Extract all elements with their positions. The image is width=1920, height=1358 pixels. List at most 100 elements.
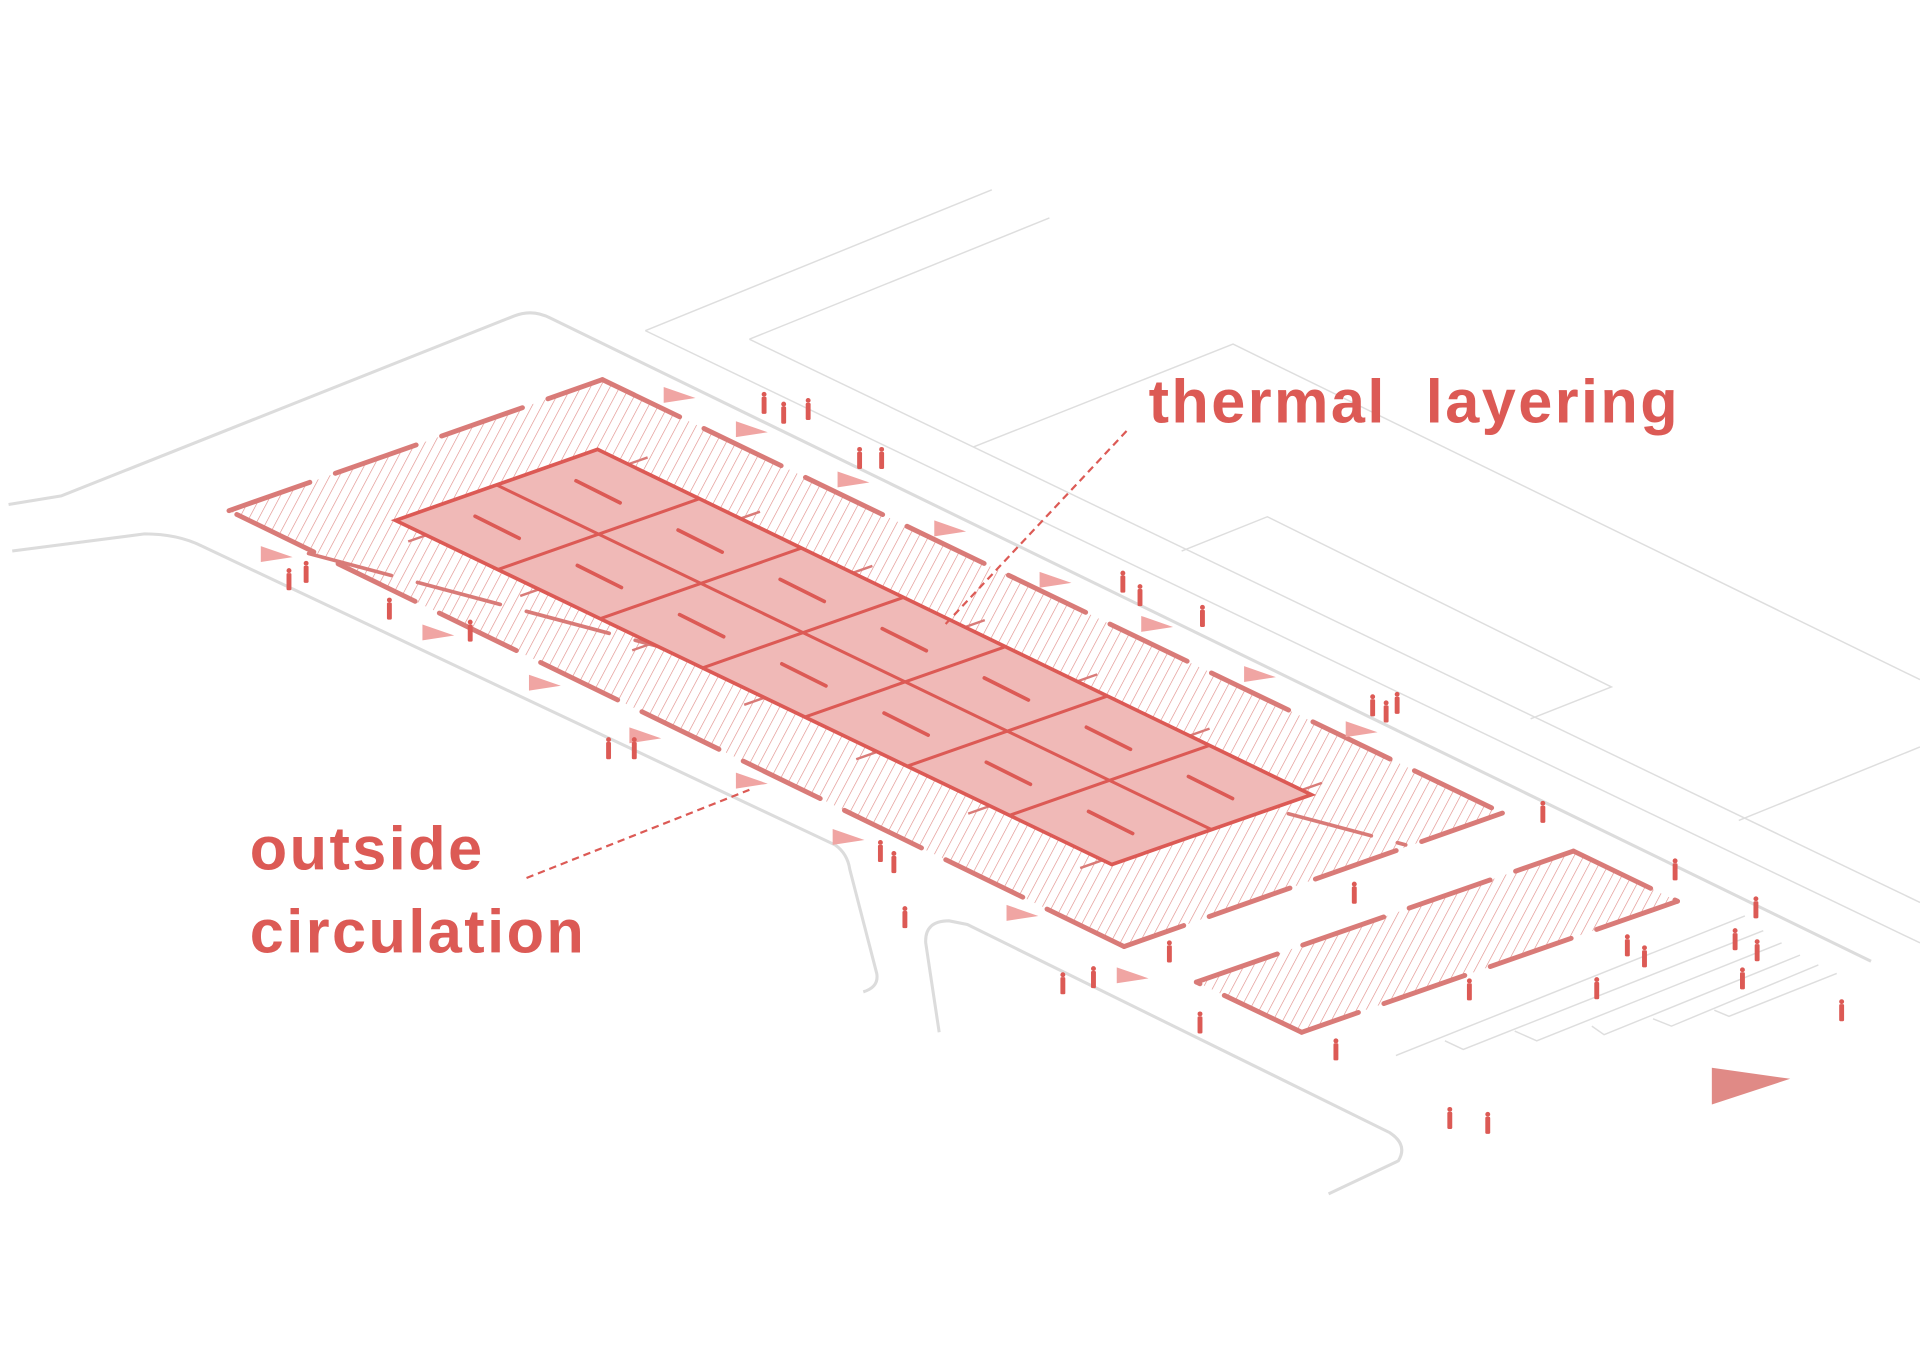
person-body (1394, 696, 1400, 714)
person-body (1540, 805, 1546, 823)
person-head (286, 568, 292, 574)
person-icon (1333, 1038, 1339, 1061)
arrow-icon (934, 520, 967, 537)
person-head (1466, 978, 1472, 984)
person-icon (1540, 800, 1546, 823)
person-body (1447, 1111, 1453, 1129)
person-icon (761, 391, 767, 414)
person-icon (857, 446, 863, 469)
person-head (1060, 972, 1066, 978)
person-head (1642, 945, 1647, 951)
person-head (1120, 570, 1126, 576)
deck-edge (1299, 898, 1680, 1035)
person-icon (1091, 966, 1096, 989)
grid-line (495, 483, 1213, 831)
person-icon (1383, 700, 1389, 723)
person-icon (891, 851, 897, 874)
person-head (303, 560, 309, 566)
person-icon (1197, 1011, 1203, 1034)
person-head (1333, 1038, 1339, 1044)
person-head (1351, 881, 1357, 887)
person-head (631, 737, 637, 743)
arrow-icon (832, 829, 865, 845)
arrow-icon (735, 421, 768, 438)
secondary-platform (1193, 848, 1680, 1035)
partition-mark (778, 577, 827, 604)
thermal-leader (942, 430, 1128, 628)
person-icon (1754, 939, 1760, 962)
person-body (303, 565, 309, 583)
partition-mark (1086, 809, 1135, 836)
person-head (1753, 896, 1759, 902)
arrow-icon (1244, 666, 1276, 683)
person-body (781, 406, 787, 424)
deck-edge (1193, 848, 1576, 985)
person-body (805, 402, 811, 421)
deck-edge (226, 377, 605, 514)
person-head (1166, 940, 1172, 946)
arrow-icon (1345, 721, 1378, 738)
person-head (1540, 800, 1546, 806)
person-body (1624, 939, 1630, 957)
deck-edge (226, 508, 1127, 949)
person-icon (1624, 934, 1630, 957)
person-body (1753, 901, 1759, 919)
person-icon (1839, 999, 1845, 1022)
person-icon (805, 397, 811, 421)
person-body (1754, 944, 1760, 962)
person-head (1672, 858, 1678, 864)
person-icon (1485, 1111, 1491, 1134)
arrow-icon (528, 674, 561, 691)
person-body (877, 844, 883, 863)
outside-circulation-label-line2: circulation (250, 898, 587, 966)
person-icon (286, 568, 292, 591)
person-icon (1120, 570, 1126, 593)
person-body (1672, 863, 1678, 881)
person-head (1839, 999, 1845, 1005)
person-head (467, 619, 473, 625)
deck-edge (1571, 848, 1680, 904)
partition-mark (676, 528, 725, 554)
person-body (606, 742, 612, 760)
person-icon (1060, 972, 1066, 995)
context-roads (8, 311, 1872, 1196)
person-body (1200, 609, 1205, 627)
person-body (1839, 1004, 1845, 1022)
person-icon (1200, 604, 1205, 627)
person-body (1333, 1043, 1339, 1061)
hatched-deck (1196, 851, 1678, 1033)
arrow-icon (837, 471, 870, 488)
person-head (879, 446, 885, 452)
person-head (386, 597, 392, 603)
person-body (902, 911, 908, 929)
partition-mark (1084, 725, 1133, 752)
person-icon (1753, 896, 1759, 919)
person-body (1594, 982, 1600, 1000)
partition-mark (574, 478, 622, 505)
person-icon (386, 597, 392, 620)
person-icon (1370, 694, 1376, 717)
leader-lines (526, 430, 1128, 880)
person-icon (1466, 978, 1472, 1001)
person-body (1091, 971, 1096, 989)
person-body (1383, 705, 1389, 723)
person-head (781, 401, 787, 407)
person-body (1370, 699, 1376, 717)
person-icon (1594, 977, 1600, 1000)
person-icon (902, 906, 908, 929)
partition-mark (880, 626, 929, 653)
partition-mark (982, 676, 1031, 702)
person-body (1166, 945, 1172, 963)
arrow-icon (1116, 967, 1149, 984)
large-arrow-icon (1711, 1067, 1791, 1105)
person-body (286, 573, 292, 591)
outside-circulation-label-line1: outside (250, 814, 485, 882)
person-head (1740, 967, 1745, 973)
person-head (1594, 977, 1600, 983)
person-head (877, 840, 883, 845)
person-body (1060, 977, 1066, 995)
person-body (1120, 575, 1126, 593)
person-icon (1351, 881, 1357, 904)
people-figures (286, 391, 1845, 1134)
